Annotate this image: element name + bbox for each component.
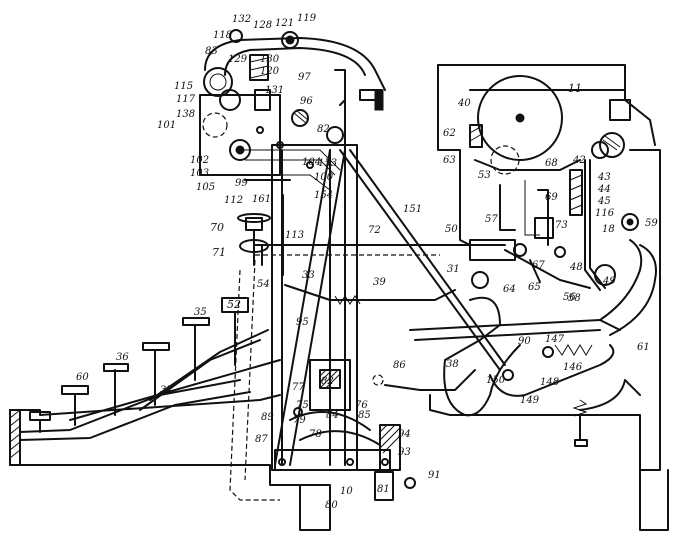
label-81: 81 (377, 484, 390, 495)
label-113: 113 (285, 230, 304, 241)
label-132: 132 (232, 14, 251, 25)
label-48: 48 (569, 262, 583, 273)
linkage-rods (254, 149, 657, 447)
label-90: 90 (518, 336, 531, 347)
label-87: 87 (255, 434, 268, 445)
label-67: 67 (532, 260, 545, 271)
label-93: 93 (398, 447, 411, 458)
label-50: 50 (445, 224, 458, 235)
label-36: 36 (116, 352, 129, 363)
label-117: 117 (176, 94, 196, 105)
label-68: 68 (545, 158, 558, 169)
label-73: 73 (555, 220, 568, 231)
label-63: 63 (443, 155, 456, 166)
label-118: 118 (213, 30, 232, 41)
label-69: 69 (545, 192, 558, 203)
label-138: 138 (176, 109, 195, 120)
label-91: 91 (428, 470, 441, 481)
label-119: 119 (297, 13, 317, 24)
label-62: 62 (443, 128, 456, 139)
label-147: 147 (545, 334, 565, 345)
label-65: 65 (528, 282, 541, 293)
label-31: 31 (447, 264, 460, 275)
label-78: 78 (309, 429, 322, 440)
label-57: 57 (485, 214, 498, 225)
label-151: 151 (403, 204, 422, 215)
label-131: 131 (265, 85, 284, 96)
machine-frame (9, 149, 669, 531)
label-72: 72 (368, 225, 381, 236)
label-44: 44 (597, 184, 611, 195)
reference-labels: 11 40 42 43 44 45 116 59 18 49 48 56 61 … (76, 13, 658, 511)
label-84: 84 (326, 410, 339, 421)
label-82b: 82 (321, 376, 334, 387)
label-101: 101 (157, 120, 176, 131)
label-121: 121 (275, 18, 294, 29)
label-82: 82 (317, 124, 330, 135)
label-52: 52 (227, 298, 241, 311)
label-64: 64 (503, 284, 516, 295)
central-mechanism (289, 359, 416, 501)
label-70: 70 (210, 221, 224, 234)
label-95: 95 (296, 317, 309, 328)
label-40: 40 (457, 98, 471, 109)
label-85: 85 (358, 410, 371, 421)
label-39: 39 (373, 277, 386, 288)
label-146: 146 (563, 362, 583, 373)
label-60: 60 (76, 372, 89, 383)
label-94: 94 (398, 429, 411, 440)
label-130: 130 (260, 54, 280, 65)
label-76: 76 (355, 400, 368, 411)
label-79: 79 (293, 415, 306, 426)
type-head (199, 29, 386, 266)
label-105: 105 (196, 182, 215, 193)
label-37: 37 (160, 385, 173, 396)
label-71: 71 (212, 246, 226, 259)
carriage (437, 64, 656, 291)
label-102: 102 (190, 155, 209, 166)
label-150: 150 (486, 375, 506, 386)
label-86: 86 (393, 360, 406, 371)
label-153: 153 (318, 158, 337, 169)
label-33: 33 (302, 270, 315, 281)
label-129: 129 (228, 54, 248, 65)
label-80: 80 (325, 500, 338, 511)
label-128: 128 (253, 20, 272, 31)
label-42: 42 (572, 155, 586, 166)
label-112: 112 (224, 195, 243, 206)
label-75: 75 (296, 400, 309, 411)
label-45: 45 (597, 196, 611, 207)
label-154: 154 (314, 190, 333, 201)
label-10: 10 (340, 486, 353, 497)
label-97: 97 (298, 72, 311, 83)
label-100: 100 (314, 172, 334, 183)
label-59: 59 (645, 218, 658, 229)
label-38: 38 (446, 359, 459, 370)
label-148: 148 (540, 377, 559, 388)
label-35: 35 (194, 307, 207, 318)
label-56: 56 (563, 292, 576, 303)
label-96: 96 (300, 96, 313, 107)
label-53: 53 (478, 170, 491, 181)
label-149: 149 (520, 395, 540, 406)
label-61: 61 (637, 342, 650, 353)
vertical-frame (229, 144, 391, 501)
label-99: 99 (235, 178, 248, 189)
label-103: 103 (190, 168, 209, 179)
label-77: 77 (292, 382, 305, 393)
label-11: 11 (568, 82, 582, 95)
label-120: 120 (260, 66, 280, 77)
label-49: 49 (602, 276, 616, 287)
label-83: 83 (205, 46, 218, 57)
label-54: 54 (257, 279, 270, 290)
label-89: 89 (261, 412, 274, 423)
label-116: 116 (595, 208, 615, 219)
label-161: 161 (252, 194, 271, 205)
label-43: 43 (597, 172, 611, 183)
label-104: 104 (302, 157, 321, 168)
label-18: 18 (602, 224, 615, 235)
label-115: 115 (174, 81, 193, 92)
label-58: 58 (568, 293, 581, 304)
